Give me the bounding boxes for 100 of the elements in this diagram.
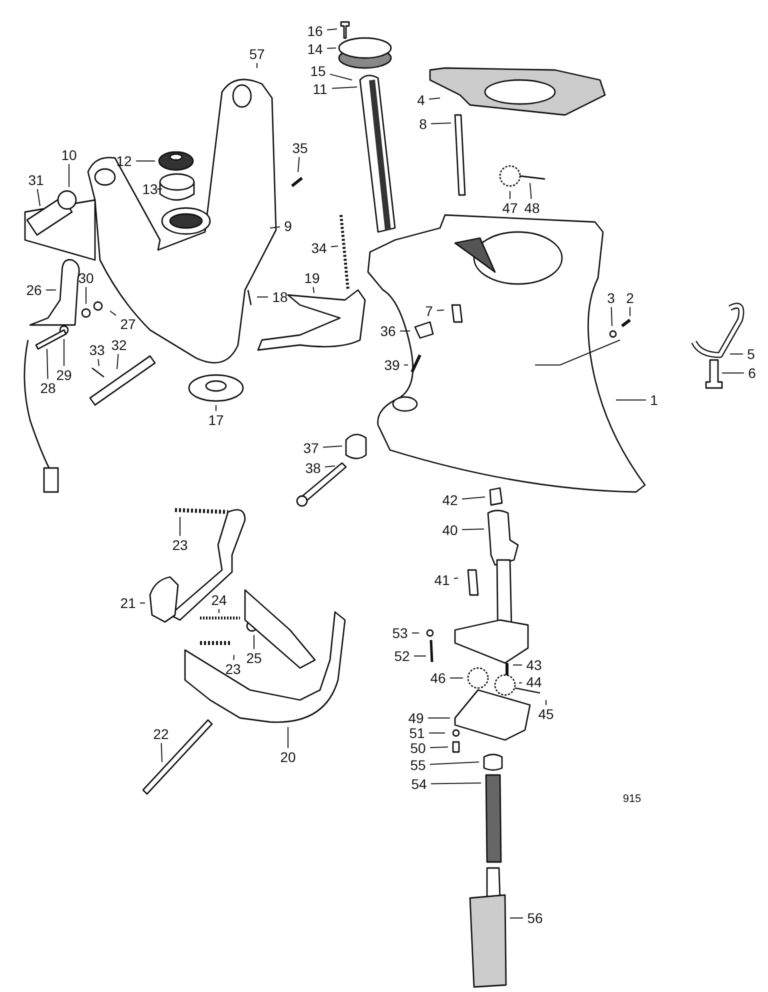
callout-number: 56 <box>527 910 543 926</box>
callout-number: 36 <box>380 323 396 339</box>
leader-line <box>610 306 612 326</box>
leader-line <box>46 348 48 380</box>
leader-line <box>110 310 116 316</box>
leader-line <box>330 74 352 80</box>
callout-number: 52 <box>394 648 410 664</box>
callout-number: 23 <box>172 537 188 553</box>
drawing-number: 915 <box>622 793 642 805</box>
leader-line <box>156 188 162 190</box>
leader-line <box>428 732 446 734</box>
callout-number: 6 <box>748 365 756 381</box>
callout-number: 37 <box>303 440 319 456</box>
leader-line <box>462 496 486 500</box>
callout-number: 45 <box>538 706 554 722</box>
callout-number: 54 <box>411 776 427 792</box>
callout-number: 30 <box>78 270 94 286</box>
leader-line <box>160 742 162 762</box>
leader-line <box>400 330 410 332</box>
callout-number: 51 <box>409 725 425 741</box>
leader-line <box>312 286 314 294</box>
leader-line <box>68 164 70 188</box>
leader-line <box>430 746 448 748</box>
callout-number: 47 <box>502 200 518 216</box>
leader-line <box>430 782 482 784</box>
callout-number: 41 <box>434 572 450 588</box>
callout-number: 26 <box>26 282 42 298</box>
callout-number: 7 <box>425 303 433 319</box>
leader-line <box>722 372 744 374</box>
leader-line <box>530 182 532 200</box>
callout-number: 9 <box>284 218 292 234</box>
callout-number: 33 <box>89 342 105 358</box>
leader-line <box>412 632 420 634</box>
callout-number: 11 <box>312 81 328 97</box>
callout-number: 23 <box>225 661 241 677</box>
callout-number: 19 <box>304 270 320 286</box>
leader-line <box>324 466 336 468</box>
callout-number: 43 <box>526 657 542 673</box>
callout-number: 40 <box>442 522 458 538</box>
leader-line <box>140 602 146 604</box>
leader-line <box>462 528 484 530</box>
callout-number: 18 <box>272 289 288 305</box>
callout-number: 1 <box>650 392 658 408</box>
leader-line <box>430 122 452 124</box>
leader-line <box>256 62 258 68</box>
leader-line <box>326 48 336 49</box>
callout-number: 42 <box>442 492 458 508</box>
callout-number: 2 <box>626 290 634 306</box>
leader-line <box>218 608 220 614</box>
leader-line <box>428 98 440 100</box>
callout-number: 31 <box>28 172 44 188</box>
callout-number: 20 <box>280 749 296 765</box>
leader-line <box>136 160 156 162</box>
callout-number: 39 <box>384 357 400 373</box>
leader-line <box>116 354 119 370</box>
leader-line <box>36 188 40 206</box>
callout-number: 21 <box>120 595 136 611</box>
callout-number: 55 <box>410 757 426 773</box>
callout-number: 12 <box>116 153 132 169</box>
callout-number: 27 <box>120 316 136 332</box>
callout-number: 13 <box>142 181 158 197</box>
callout-number: 49 <box>408 710 424 726</box>
callout-number: 3 <box>607 290 615 306</box>
callout-number: 48 <box>524 200 540 216</box>
callout-number: 34 <box>311 240 327 256</box>
leader-line <box>322 446 342 448</box>
leader-line <box>518 682 522 684</box>
leader-line <box>512 664 522 666</box>
leader-line <box>326 28 338 30</box>
callout-number: 38 <box>305 460 321 476</box>
callout-number: 14 <box>307 41 323 57</box>
leader-line <box>436 310 444 311</box>
leader-line <box>404 364 408 366</box>
leader-line <box>330 246 338 248</box>
leader-line <box>270 226 280 228</box>
leader-line <box>454 578 458 579</box>
callout-number: 28 <box>40 380 56 396</box>
callout-number: 5 <box>747 346 755 362</box>
callout-number: 16 <box>307 23 323 39</box>
callout-number: 4 <box>417 92 425 108</box>
callout-number: 8 <box>419 116 427 132</box>
callout-number: 35 <box>292 140 308 156</box>
callout-number: 46 <box>430 670 446 686</box>
callout-number: 44 <box>526 674 542 690</box>
callout-number: 32 <box>111 337 127 353</box>
leader-line <box>233 654 234 660</box>
callout-number: 50 <box>410 740 426 756</box>
callout-number: 17 <box>208 412 224 428</box>
leader-line <box>430 762 480 765</box>
callout-number: 29 <box>56 367 72 383</box>
leader-line <box>98 358 100 366</box>
leader-line <box>256 296 268 298</box>
callout-number: 57 <box>249 46 265 62</box>
callout-number: 25 <box>246 650 262 666</box>
callout-number: 22 <box>153 726 169 742</box>
callout-number: 10 <box>61 147 77 163</box>
callout-number: 24 <box>211 592 227 608</box>
callout-number: 53 <box>392 625 408 641</box>
leader-line <box>298 156 300 172</box>
leader-line <box>332 86 358 89</box>
